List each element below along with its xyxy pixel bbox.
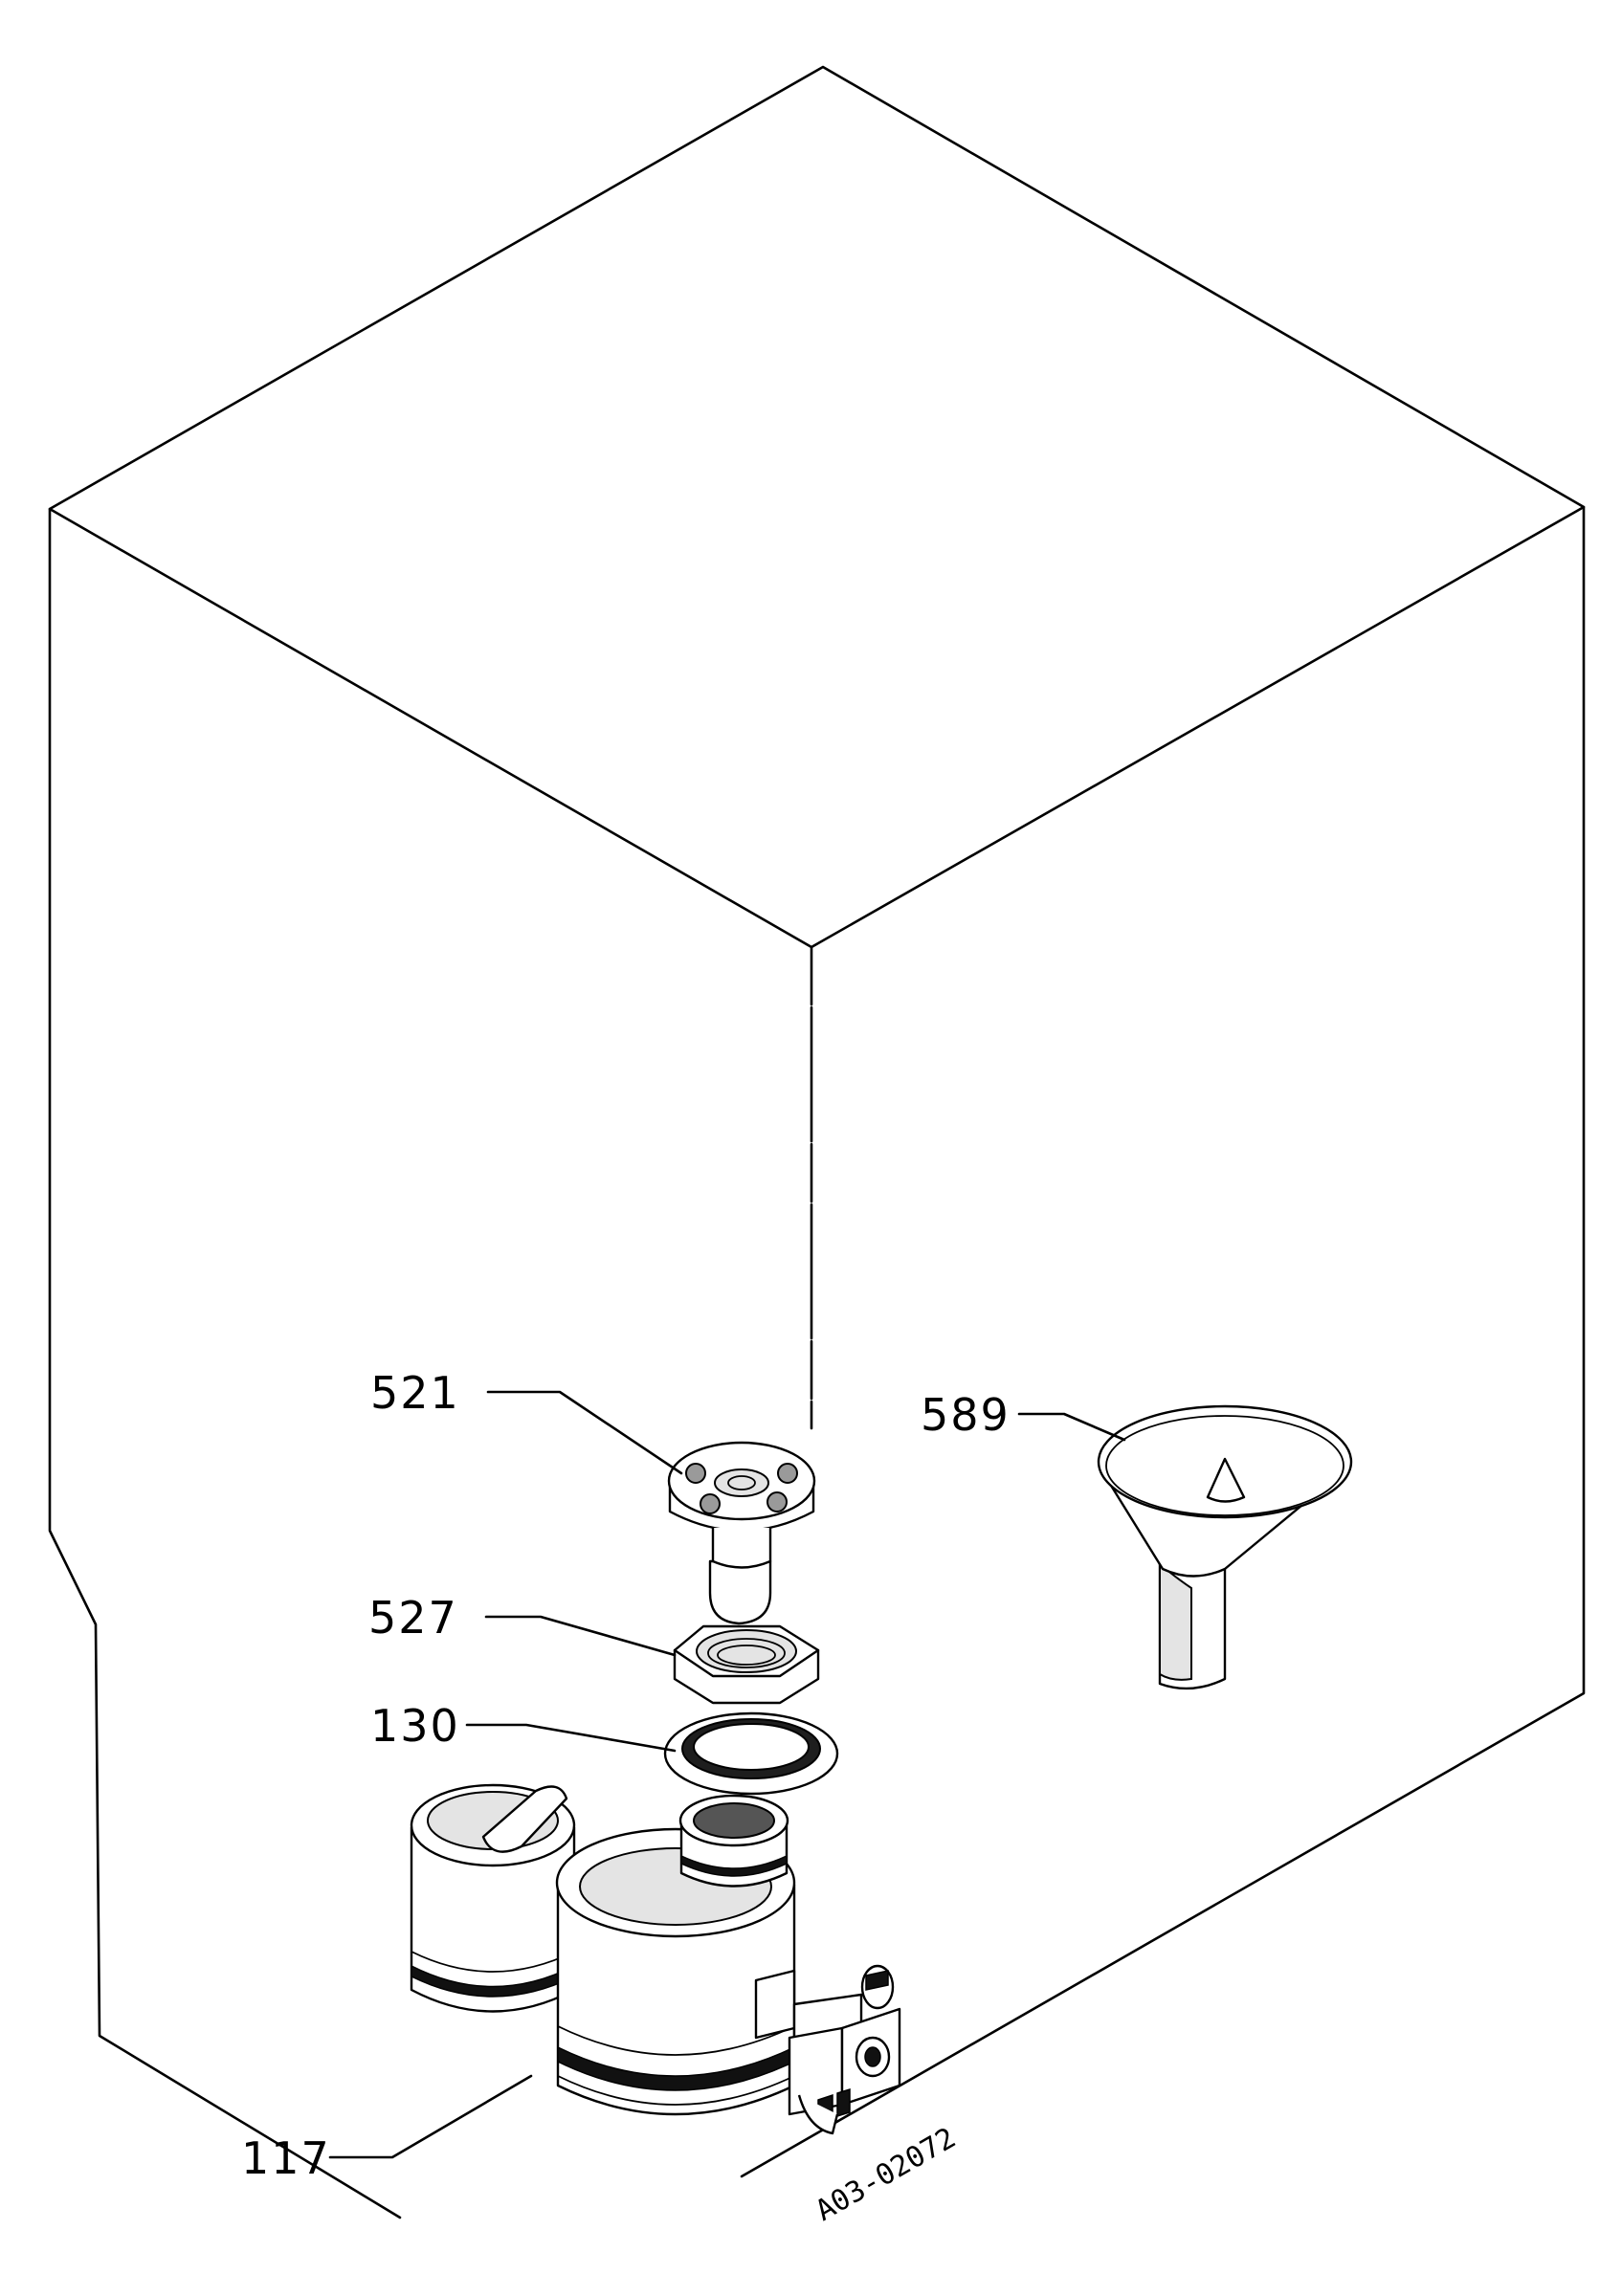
- part-labels: 521 589 527 130 117: [241, 1367, 1011, 2184]
- label-117: 117: [241, 2132, 331, 2184]
- drawing-code: A03-02072: [811, 2121, 962, 2228]
- cabinet-outline: [48, 65, 1586, 2219]
- leader-589: [1017, 1412, 1126, 1442]
- hex-nut-527: [673, 1624, 820, 1705]
- label-589: 589: [921, 1389, 1011, 1441]
- label-130: 130: [370, 1700, 460, 1752]
- softener-assembly-117: [410, 1783, 901, 2135]
- leader-117: [328, 2074, 533, 2159]
- knob-521: [667, 1441, 816, 1625]
- funnel-589: [1097, 1404, 1353, 1690]
- leader-521: [486, 1390, 683, 1475]
- leader-130: [465, 1723, 677, 1753]
- seal-ring-130: [663, 1711, 839, 1796]
- label-521: 521: [370, 1367, 460, 1419]
- label-527: 527: [368, 1592, 458, 1644]
- leader-lines: [328, 1390, 1126, 2159]
- leader-527: [484, 1615, 677, 1657]
